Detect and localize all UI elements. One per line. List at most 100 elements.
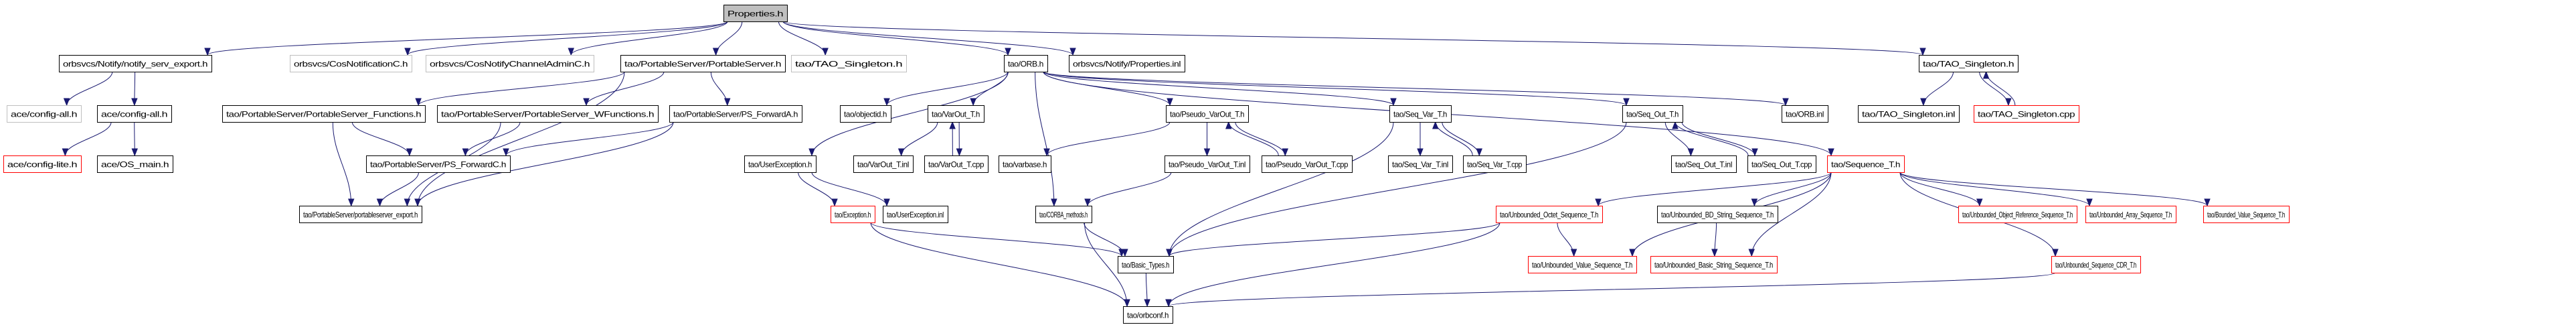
node-box[interactable] bbox=[1004, 55, 1048, 72]
node-box[interactable] bbox=[366, 155, 511, 173]
node-box[interactable] bbox=[791, 55, 907, 72]
graph-node-orb-inl[interactable]: tao/ORB.inl bbox=[1782, 105, 1828, 123]
node-box[interactable] bbox=[1069, 55, 1185, 72]
node-box[interactable] bbox=[744, 155, 817, 173]
node-box[interactable] bbox=[1388, 155, 1453, 173]
graph-node-orb[interactable]: tao/ORB.h bbox=[1004, 55, 1048, 72]
graph-node-varout-t-cpp[interactable]: tao/VarOut_T.cpp bbox=[924, 155, 989, 173]
graph-node-ps-functions[interactable]: tao/PortableServer/PortableServer_Functi… bbox=[222, 105, 426, 123]
graph-node-tao-singleton-inl[interactable]: tao/TAO_Singleton.inl bbox=[1858, 105, 1960, 123]
graph-node-tao-singleton-cpp[interactable]: tao/TAO_Singleton.cpp bbox=[1974, 105, 2079, 123]
node-box[interactable] bbox=[1827, 155, 1905, 173]
graph-node-cosnotifychanneladminc[interactable]: orbsvcs/CosNotifyChannelAdminC.h bbox=[426, 55, 594, 72]
graph-node-cosnotificationc[interactable]: orbsvcs/CosNotificationC.h bbox=[290, 55, 412, 72]
graph-node-sequence-t[interactable]: tao/Sequence_T.h bbox=[1827, 155, 1905, 173]
graph-node-ps-forwardc[interactable]: tao/PortableServer/PS_ForwardC.h bbox=[366, 155, 511, 173]
node-box[interactable] bbox=[2085, 206, 2176, 223]
node-box[interactable] bbox=[1123, 306, 1173, 324]
graph-node-unbounded-value[interactable]: tao/Unbounded_Value_Sequence_T.h bbox=[1528, 256, 1637, 273]
graph-node-portableserver-export[interactable]: tao/PortableServer/portableserver_export… bbox=[299, 206, 422, 223]
node-box[interactable] bbox=[883, 206, 948, 223]
node-box[interactable] bbox=[669, 105, 802, 123]
node-box[interactable] bbox=[1747, 155, 1816, 173]
node-box[interactable] bbox=[1974, 105, 2079, 123]
node-box[interactable] bbox=[999, 155, 1051, 173]
graph-node-corba-methods[interactable]: tao/CORBA_methods.h bbox=[1035, 206, 1092, 223]
node-box[interactable] bbox=[840, 105, 891, 123]
node-box[interactable] bbox=[97, 155, 173, 173]
node-box[interactable] bbox=[3, 155, 82, 173]
node-box[interactable] bbox=[1389, 105, 1452, 123]
graph-node-pseudo-varout-t-inl[interactable]: tao/Pseudo_VarOut_T.inl bbox=[1165, 155, 1250, 173]
graph-node-seq-var-t-inl[interactable]: tao/Seq_Var_T.inl bbox=[1388, 155, 1453, 173]
node-box[interactable] bbox=[1496, 206, 1603, 223]
node-box[interactable] bbox=[1528, 256, 1637, 273]
node-box[interactable] bbox=[924, 155, 989, 173]
node-box[interactable] bbox=[97, 105, 172, 123]
graph-node-seq-out-t-h[interactable]: tao/Seq_Out_T.h bbox=[1622, 105, 1683, 123]
graph-node-varout-t-h[interactable]: tao/VarOut_T.h bbox=[928, 105, 984, 123]
node-box[interactable] bbox=[1622, 105, 1683, 123]
node-box[interactable] bbox=[1650, 256, 1778, 273]
graph-node-tao-singleton-grey[interactable]: tao/TAO_Singleton.h bbox=[791, 55, 907, 72]
node-box[interactable] bbox=[928, 105, 984, 123]
graph-node-tao-singleton[interactable]: tao/TAO_Singleton.h bbox=[1919, 55, 2019, 72]
graph-node-varout-t-inl[interactable]: tao/VarOut_T.inl bbox=[853, 155, 914, 173]
graph-node-basic-types[interactable]: tao/Basic_Types.h bbox=[1118, 256, 1174, 273]
graph-node-unbounded-cdr[interactable]: tao/Unbounded_Sequence_CDR_T.h bbox=[2051, 256, 2141, 273]
node-box[interactable] bbox=[831, 206, 875, 223]
node-box[interactable] bbox=[222, 105, 426, 123]
graph-node-notify-serv-export[interactable]: orbsvcs/Notify/notify_serv_export.h bbox=[59, 55, 212, 72]
graph-node-varbase[interactable]: tao/varbase.h bbox=[999, 155, 1051, 173]
graph-node-seq-var-t-cpp[interactable]: tao/Seq_Var_T.cpp bbox=[1463, 155, 1527, 173]
node-box[interactable] bbox=[723, 5, 788, 22]
graph-node-unbounded-object-ref[interactable]: tao/Unbounded_Object_Reference_Sequence_… bbox=[1958, 206, 2077, 223]
graph-node-objectid[interactable]: tao/objectid.h bbox=[840, 105, 891, 123]
node-box[interactable] bbox=[1782, 105, 1828, 123]
graph-node-unbounded-basic-string[interactable]: tao/Unbounded_Basic_String_Sequence_T.h bbox=[1650, 256, 1778, 273]
node-box[interactable] bbox=[1118, 256, 1174, 273]
graph-node-config-lite[interactable]: ace/config-lite.h bbox=[3, 155, 82, 173]
graph-node-seq-var-t-h[interactable]: tao/Seq_Var_T.h bbox=[1389, 105, 1452, 123]
node-box[interactable] bbox=[1671, 155, 1737, 173]
graph-node-unbounded-array[interactable]: tao/Unbounded_Array_Sequence_T.h bbox=[2085, 206, 2176, 223]
node-box[interactable] bbox=[1262, 155, 1353, 173]
node-box[interactable] bbox=[299, 206, 422, 223]
node-box[interactable] bbox=[1463, 155, 1527, 173]
graph-node-os-main[interactable]: ace/OS_main.h bbox=[97, 155, 173, 173]
node-box[interactable] bbox=[437, 105, 659, 123]
graph-node-properties-inl[interactable]: orbsvcs/Notify/Properties.inl bbox=[1069, 55, 1185, 72]
node-box[interactable] bbox=[7, 105, 82, 123]
node-box[interactable] bbox=[2051, 256, 2141, 273]
graph-node-seq-out-t-cpp[interactable]: tao/Seq_Out_T.cpp bbox=[1747, 155, 1816, 173]
node-box[interactable] bbox=[1958, 206, 2077, 223]
graph-node-unbounded-octet[interactable]: tao/Unbounded_Octet_Sequence_T.h bbox=[1496, 206, 1603, 223]
graph-node-portableserver[interactable]: tao/PortableServer/PortableServer.h bbox=[620, 55, 786, 72]
graph-node-userexception-inl[interactable]: tao/UserException.inl bbox=[883, 206, 948, 223]
node-box[interactable] bbox=[2203, 206, 2290, 223]
graph-node-exception[interactable]: tao/Exception.h bbox=[831, 206, 875, 223]
node-box[interactable] bbox=[1858, 105, 1960, 123]
graph-node-bounded-value[interactable]: tao/Bounded_Value_Sequence_T.h bbox=[2203, 206, 2290, 223]
node-box[interactable] bbox=[1657, 206, 1778, 223]
graph-node-pseudo-varout-t-cpp[interactable]: tao/Pseudo_VarOut_T.cpp bbox=[1262, 155, 1353, 173]
node-box[interactable] bbox=[853, 155, 914, 173]
node-box[interactable] bbox=[1919, 55, 2019, 72]
graph-node-root[interactable]: Properties.h bbox=[723, 5, 788, 22]
node-box[interactable] bbox=[426, 55, 594, 72]
graph-node-ps-wfunctions[interactable]: tao/PortableServer/PortableServer_WFunct… bbox=[437, 105, 659, 123]
node-box[interactable] bbox=[59, 55, 212, 72]
graph-node-userexception-h[interactable]: tao/UserException.h bbox=[744, 155, 817, 173]
graph-node-unbounded-bd-string[interactable]: tao/Unbounded_BD_String_Sequence_T.h bbox=[1657, 206, 1778, 223]
graph-node-seq-out-t-inl[interactable]: tao/Seq_Out_T.inl bbox=[1671, 155, 1737, 173]
node-box[interactable] bbox=[1165, 155, 1250, 173]
graph-node-config-all[interactable]: ace/config-all.h bbox=[97, 105, 172, 123]
node-box[interactable] bbox=[620, 55, 786, 72]
graph-node-orbconf[interactable]: tao/orbconf.h bbox=[1123, 306, 1173, 324]
graph-node-config-all-grey[interactable]: ace/config-all.h bbox=[7, 105, 82, 123]
node-box[interactable] bbox=[1166, 105, 1249, 123]
graph-node-ps-forwarda[interactable]: tao/PortableServer/PS_ForwardA.h bbox=[669, 105, 802, 123]
node-box[interactable] bbox=[290, 55, 412, 72]
graph-node-pseudo-varout-t-h[interactable]: tao/Pseudo_VarOut_T.h bbox=[1166, 105, 1249, 123]
node-box[interactable] bbox=[1035, 206, 1092, 223]
